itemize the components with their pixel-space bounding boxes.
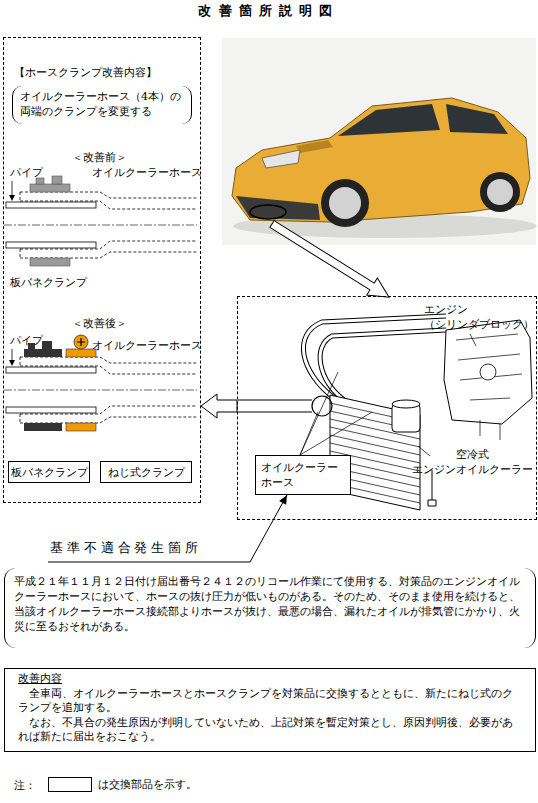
car-wheel (321, 179, 369, 227)
part-name: ねじ式クランプ (101, 465, 191, 480)
arrow-shaft (238, 400, 312, 412)
part-label: 注： (14, 778, 36, 793)
car-body (232, 98, 530, 222)
part-label: ＜改善前＞ (72, 150, 127, 165)
legend-sample (48, 777, 92, 792)
connector (250, 495, 287, 562)
bracket-note-box: オイルクーラーホース（4本）の 両端のクランプを変更する (12, 86, 192, 124)
leader-line (470, 334, 476, 346)
engine-block (444, 320, 532, 424)
callout-text: オイルクーラー ホース (261, 460, 347, 490)
leader-line (418, 446, 430, 456)
oil-pipe (320, 330, 446, 400)
leader-line (300, 372, 372, 455)
car-window (446, 104, 508, 134)
hose-section (4, 357, 197, 423)
legend-text: は交換部品を示す。 (98, 777, 197, 792)
screw-slot (77, 338, 85, 346)
location-circle (312, 396, 332, 416)
part-label: オイルクーラーホース (92, 165, 202, 180)
car-headlight (262, 150, 300, 168)
callout-text: エンジン （シリンダブロック） (424, 302, 536, 332)
part-label: ＜改善後＞ (72, 316, 127, 331)
note-text: オイルクーラーホース（4本）の 両端のクランプを変更する (20, 89, 186, 119)
screw-clamp (66, 423, 96, 431)
oil-pipe (320, 330, 446, 400)
dashed-group-box: 【ホースクランプ改善内容】オイルクーラーホース（4本）の 両端のクランプを変更す… (3, 37, 201, 503)
hollow-arrow (201, 394, 237, 418)
replacement-part-box: 板バネクランプ (8, 461, 90, 483)
leaf-spring-clamp (30, 184, 70, 192)
location-oval (250, 205, 286, 219)
engine-detail (456, 334, 522, 440)
bracket-text-box: 基準不適合発生箇所平成２１年１１月１２日付け届出番号２４１２のリコール作業にて使… (4, 562, 536, 648)
leaf-spring-clamp (52, 176, 62, 184)
car-wheel (480, 172, 520, 212)
connector-line (250, 495, 287, 562)
engine-detail (480, 364, 496, 380)
car-rim (329, 187, 361, 219)
leaf-spring-clamp (42, 341, 52, 349)
page-title: 改善箇所説明図 (0, 3, 538, 18)
part-label: オイルクーラーホース (92, 338, 202, 353)
screw-clamp-head (74, 335, 88, 349)
photo-background (222, 38, 536, 245)
box-heading: 【ホースクランプ改善内容】 (14, 65, 157, 80)
part-label: 板バネクランプ (10, 275, 87, 290)
text-box: 改善内容全車両、オイルクーラーホースとホースクランプを対策品に交換するとともに、… (4, 668, 536, 752)
part-name: 板バネクランプ (9, 465, 89, 480)
replacement-part-box: ねじ式クランプ (100, 461, 192, 483)
callout-text: 空冷式 エンジンオイルクーラー (410, 447, 534, 477)
pointer-arrow (267, 216, 395, 306)
leaf-spring-clamp (24, 423, 62, 431)
oil-filter-top (392, 400, 420, 408)
arrow-head (279, 495, 287, 505)
heading-underline (48, 562, 250, 563)
body-text: 全車両、オイルクーラーホースとホースクランプを対策品に交換するとともに、新たにね… (18, 687, 523, 715)
screw-clamp (66, 349, 96, 357)
illustration-box: エンジン （シリンダブロック） 空冷式 エンジンオイルクーラー オイルクーラー ホー… (237, 296, 537, 520)
connector (201, 394, 237, 418)
car-bumper (236, 196, 320, 220)
body-text: 平成２１年１１月１２日付け届出番号２４１２のリコール作業にて使用する、対策品のエ… (14, 574, 524, 634)
car-rim (487, 179, 513, 205)
leaf-spring-clamp (30, 258, 70, 266)
car-windshield (338, 104, 440, 136)
hose-section (4, 192, 197, 258)
leader-head (9, 195, 15, 201)
body-text: 改善内容 (18, 672, 62, 686)
body-text: 基準不適合発生箇所 (50, 540, 202, 555)
part-label: パイプ (10, 333, 43, 348)
car-hood-scoop (296, 140, 333, 153)
callout-box: オイルクーラー ホース (255, 455, 351, 495)
part-label: パイプ (10, 165, 43, 180)
leaf-spring-clamp (24, 349, 62, 357)
body-text: なお、不具合の発生原因が判明していないため、上記対策を暫定対策とし、原因判明後、… (18, 716, 523, 744)
leader-head (9, 360, 15, 366)
